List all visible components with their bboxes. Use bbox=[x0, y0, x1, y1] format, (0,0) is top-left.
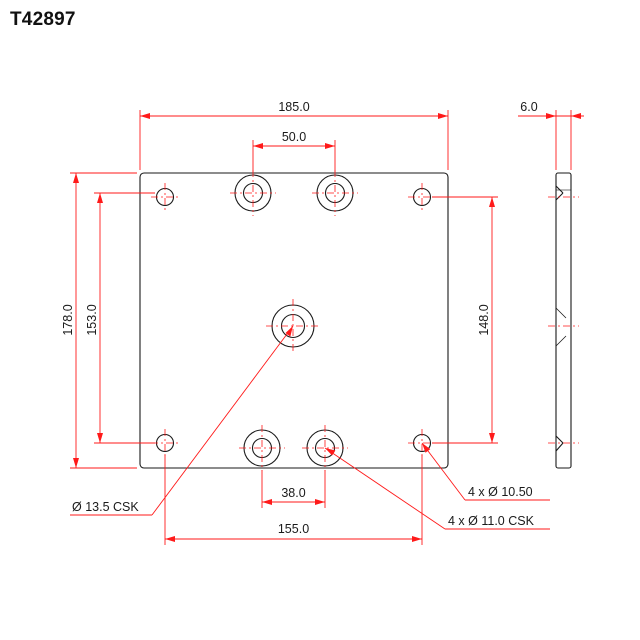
callout-center-hole: Ø 13.5 CSK bbox=[70, 325, 294, 516]
dim-overall-height: 178.0 bbox=[61, 172, 137, 469]
dim-top-hole-spacing: 50.0 bbox=[252, 130, 336, 172]
dim-overall-width: 185.0 bbox=[139, 100, 449, 170]
csk-hole-top-left bbox=[230, 170, 276, 216]
csk-hole-top-right bbox=[312, 170, 358, 216]
side-view-outline bbox=[555, 172, 572, 469]
dim-thickness: 6.0 bbox=[518, 100, 584, 170]
plate-outline bbox=[139, 172, 449, 469]
dim-text-38: 38.0 bbox=[281, 486, 305, 500]
callout-corner-holes: 4 x Ø 10.50 bbox=[421, 442, 550, 501]
side-view bbox=[548, 172, 579, 469]
part-number: T42897 bbox=[10, 9, 76, 30]
dim-text-178: 178.0 bbox=[61, 304, 75, 335]
csk-hole-bottom-left bbox=[239, 425, 285, 471]
hole-bottom-left bbox=[151, 429, 179, 457]
dim-bottom-outer-spacing: 155.0 bbox=[164, 455, 423, 545]
csk-hole-bottom-right bbox=[302, 425, 348, 471]
dim-right-hole-vertical: 148.0 bbox=[432, 196, 498, 444]
callout-text-csk-holes: 4 x Ø 11.0 CSK bbox=[448, 514, 535, 528]
callout-text-center-hole: Ø 13.5 CSK bbox=[72, 500, 139, 514]
dim-text-155: 155.0 bbox=[278, 522, 309, 536]
dim-bottom-hole-spacing: 38.0 bbox=[261, 470, 326, 508]
dim-text-50: 50.0 bbox=[282, 130, 306, 144]
hole-top-right bbox=[408, 183, 436, 211]
dim-text-148: 148.0 bbox=[477, 304, 491, 335]
hole-top-left bbox=[151, 183, 179, 211]
hole-bottom-right bbox=[408, 429, 436, 457]
dim-outer-hole-vertical: 153.0 bbox=[85, 192, 155, 444]
dim-text-185: 185.0 bbox=[278, 100, 309, 114]
callout-csk-holes: 4 x Ø 11.0 CSK bbox=[324, 447, 550, 530]
dim-text-6: 6.0 bbox=[520, 100, 537, 114]
dim-text-153: 153.0 bbox=[85, 304, 99, 335]
callout-text-corner-holes: 4 x Ø 10.50 bbox=[468, 485, 533, 499]
